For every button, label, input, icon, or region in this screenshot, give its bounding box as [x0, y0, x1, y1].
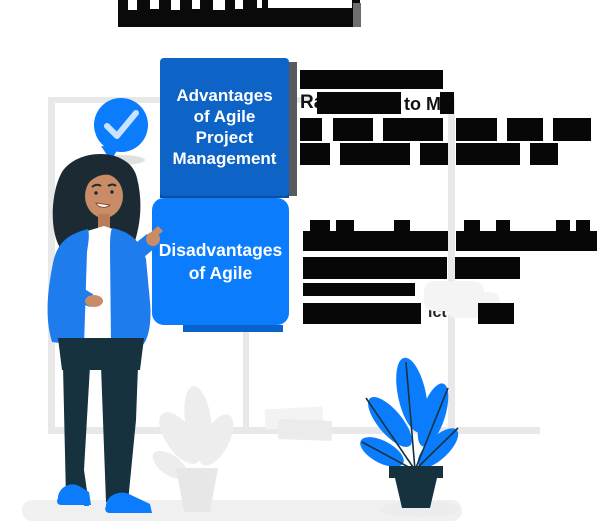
advantages-redaction	[340, 143, 410, 165]
advantages-redaction	[300, 143, 330, 165]
advantages-card[interactable]: Advantages of Agile Project Management	[160, 58, 289, 196]
title-redaction-shade	[353, 3, 361, 27]
disadvantages-redaction	[556, 220, 570, 232]
advantages-card-label: Advantages of Agile Project Management	[172, 85, 277, 169]
advantages-redaction	[507, 118, 543, 141]
title-notch	[213, 0, 225, 10]
disadvantages-redaction	[455, 257, 520, 279]
title-notch	[171, 0, 180, 10]
title-notch	[268, 0, 352, 8]
plant-silhouette-gray	[152, 386, 234, 512]
disadvantages-redaction	[496, 220, 510, 232]
advantages-redaction	[333, 118, 373, 141]
advantages-redaction	[300, 70, 443, 89]
disadvantages-redaction	[303, 257, 447, 279]
disadvantages-card-label: Disadvantages of Agile	[158, 239, 283, 283]
title-notch	[150, 0, 159, 9]
disadvantages-redaction	[464, 220, 480, 232]
title-notch	[257, 0, 262, 8]
disadvantages-redaction	[310, 220, 330, 232]
disadvantages-card[interactable]: Disadvantages of Agile	[152, 198, 289, 325]
disadvantages-redaction	[303, 231, 448, 251]
disadvantages-redaction	[394, 220, 410, 232]
advantages-redaction	[456, 118, 497, 141]
advantages-card-shadow	[289, 62, 297, 196]
advantages-redaction	[300, 118, 322, 141]
title-notch	[235, 0, 243, 9]
disadvantages-redaction	[303, 303, 421, 324]
title-notch	[128, 0, 137, 10]
advantages-redaction	[440, 92, 454, 114]
advantages-redaction	[317, 92, 401, 114]
advantages-redaction	[383, 118, 443, 141]
disadvantages-card-shade	[183, 325, 283, 332]
advantages-redaction	[456, 143, 520, 165]
advantages-redaction	[553, 118, 591, 141]
disadvantages-redaction	[576, 220, 590, 232]
advantages-redaction	[420, 143, 448, 165]
disadvantages-redaction	[303, 283, 415, 296]
title-notch	[192, 0, 200, 9]
disadvantages-redaction	[478, 303, 514, 324]
advantages-redaction	[530, 143, 558, 165]
scattered-papers	[264, 406, 333, 441]
disadvantages-redaction	[456, 231, 597, 251]
advantages-note-fragment-mid: to M	[404, 94, 441, 114]
disadvantages-redaction	[336, 220, 354, 232]
